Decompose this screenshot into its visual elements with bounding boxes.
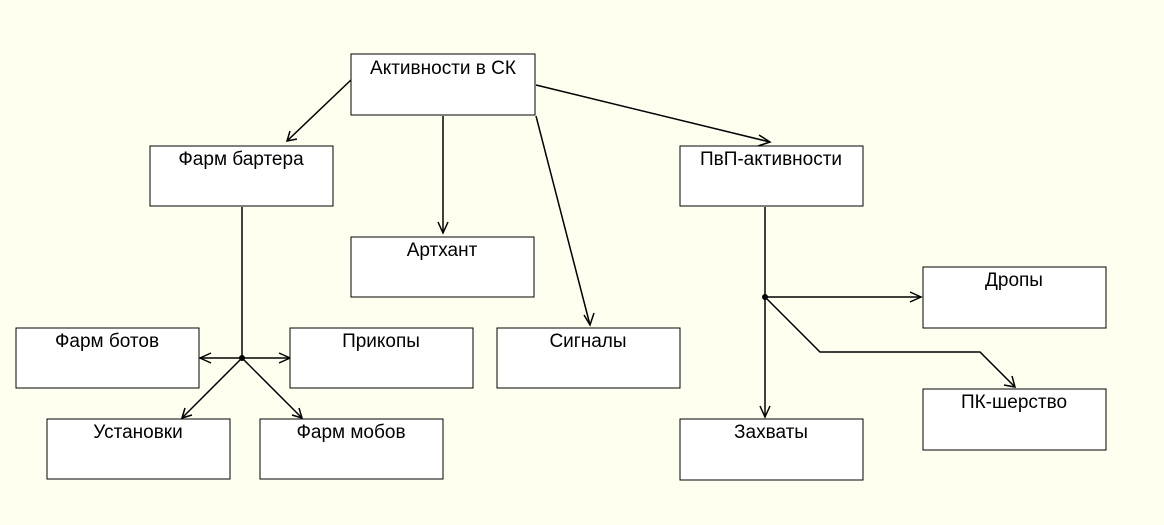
edge-barter-to-ustanovki: [181, 357, 243, 419]
edge-root-to-signals: [535, 115, 591, 326]
node-root: Активности в СК: [350, 53, 536, 116]
edges: [180, 78, 1017, 420]
node-captures-label: Захваты: [734, 422, 808, 443]
edge-pvp-to-pk: [764, 296, 1016, 388]
edge-barter-to-mobs: [241, 357, 303, 419]
node-pvp: ПвП-активности: [679, 145, 864, 207]
arrowhead-ustanovki: [180, 407, 193, 420]
node-arthunt-label: Артхант: [407, 240, 478, 261]
node-mobs-label: Фарм мобов: [296, 422, 405, 443]
arrowhead-signals: [583, 312, 595, 327]
node-drops-label: Дропы: [985, 270, 1043, 291]
nodes: Активности в СК Фарм бартера Артхант Сиг…: [15, 53, 1107, 481]
node-barter: Фарм бартера: [149, 145, 334, 207]
arrowhead-drops: [909, 291, 923, 303]
edge-root-to-barter: [286, 78, 353, 142]
arrowhead-pk: [1003, 375, 1017, 388]
node-prikopy: Прикопы: [289, 327, 474, 389]
node-ustanovki-label: Установки: [93, 422, 182, 443]
node-signals: Сигналы: [496, 327, 681, 389]
node-root-label: Активности в СК: [370, 58, 516, 79]
node-barter-label: Фарм бартера: [178, 149, 304, 170]
node-bots: Фарм ботов: [15, 327, 200, 389]
node-pk-label: ПК-шерство: [961, 392, 1067, 413]
node-drops: Дропы: [922, 266, 1107, 329]
arrowhead-mobs: [291, 407, 304, 420]
arrowhead-arthunt: [437, 221, 449, 235]
node-mobs: Фарм мобов: [259, 418, 444, 480]
arrowhead-barter: [285, 130, 298, 142]
node-signals-label: Сигналы: [549, 331, 626, 352]
node-pk: ПК-шерство: [922, 388, 1107, 451]
edge-root-to-pvp: [535, 84, 771, 143]
node-captures: Захваты: [679, 418, 864, 481]
node-prikopy-label: Прикопы: [342, 331, 420, 352]
arrowhead-captures: [759, 405, 771, 419]
arrowhead-pvp: [757, 134, 772, 147]
node-arthunt: Артхант: [350, 236, 535, 298]
node-ustanovki: Установки: [46, 418, 231, 480]
arrowhead-bots: [198, 352, 212, 364]
node-bots-label: Фарм ботов: [55, 331, 159, 352]
node-pvp-label: ПвП-активности: [700, 149, 842, 170]
